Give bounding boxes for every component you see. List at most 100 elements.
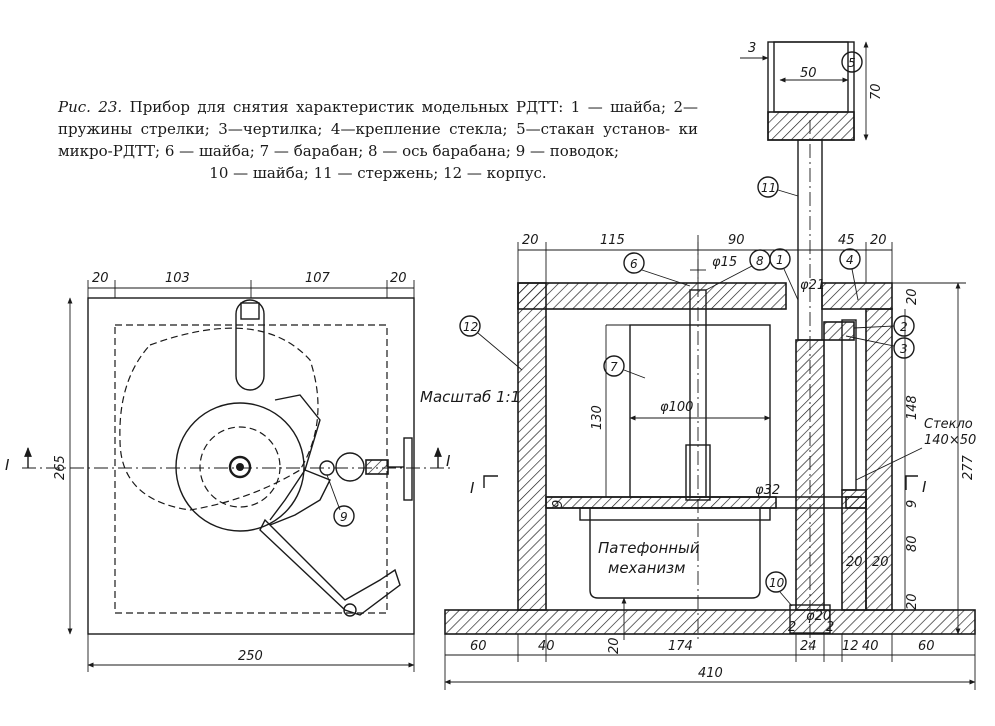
glass-label-2: 140×50	[924, 433, 976, 448]
base-plate	[444, 609, 976, 635]
dim-phi21: φ21	[800, 278, 825, 293]
callout-11: 11	[757, 176, 799, 198]
bottom-dim-40a: 40	[538, 639, 555, 654]
bottom-dim-12: 12	[842, 639, 859, 654]
right-wall	[865, 308, 893, 611]
callout-5: 5	[841, 51, 863, 73]
scale-label: Масштаб 1:1	[420, 388, 520, 406]
dim-phi15: φ15	[712, 255, 737, 270]
left-dim-250: 250	[238, 649, 263, 664]
callout-4: 4	[839, 248, 861, 301]
glass-label-1: Стекло	[924, 417, 973, 432]
callout-3: 3	[845, 335, 915, 359]
dim-20-right-bottom: 20	[905, 593, 920, 610]
left-dim-20b: 20	[390, 271, 407, 286]
dim-20-mech: 20	[607, 637, 622, 654]
right-dim-20a: 20	[522, 233, 539, 248]
svg-text:8: 8	[756, 254, 764, 268]
dim-2a: 2	[788, 620, 796, 635]
section-mark-right: I	[446, 452, 451, 470]
dim-20-inner-a: 20	[846, 555, 863, 570]
cam-dashed-outline	[119, 327, 319, 511]
mid-shelf-left	[545, 496, 777, 509]
bottom-dim-60a: 60	[470, 639, 487, 654]
dim-277: 277	[961, 454, 976, 480]
dim-phi100: φ100	[660, 400, 693, 415]
callout-12: 12	[459, 315, 523, 371]
knob-clamp	[365, 459, 389, 475]
bottom-dim-40b: 40	[862, 639, 879, 654]
top-plate-left	[517, 282, 787, 310]
bottom-dim-24: 24	[800, 639, 817, 654]
svg-text:1: 1	[776, 253, 784, 267]
left-dim-107: 107	[305, 271, 331, 286]
mechanism-label-1: Патефонный	[598, 539, 700, 557]
svg-text:2: 2	[900, 320, 908, 334]
arm-linkage	[259, 518, 401, 616]
caption-line-1: Прибор для снятия характеристик модельны…	[129, 98, 667, 116]
left-dim-265: 265	[53, 455, 68, 480]
knob-circle	[335, 452, 365, 482]
svg-text:4: 4	[846, 253, 854, 267]
drum-axle	[689, 289, 707, 498]
right-dim-90: 90	[728, 233, 745, 248]
left-wall	[517, 282, 547, 611]
callout-circle-9	[333, 505, 355, 527]
right-dim-20b: 20	[870, 233, 887, 248]
dim-80: 80	[905, 535, 920, 552]
dim-130: 130	[590, 405, 605, 430]
dim-9a: 9	[551, 500, 566, 508]
dim-phi32: φ32	[755, 483, 780, 498]
mid-shelf-right	[845, 496, 867, 509]
bottom-dim-174: 174	[668, 639, 693, 654]
cup-dim-50: 50	[800, 66, 817, 81]
callout-10: 10	[765, 571, 793, 607]
caption-lead: Рис. 23.	[58, 98, 123, 116]
figure-caption: Рис. 23. Прибор для снятия характеристик…	[58, 96, 698, 184]
right-section-mark: I	[470, 479, 475, 497]
glass-pane	[841, 319, 857, 491]
svg-text:6: 6	[630, 257, 638, 271]
drum	[629, 324, 771, 498]
caption-line-2: 2—пружины стрелки; 3—чертилка; 4—креплен…	[58, 98, 698, 138]
svg-text:7: 7	[610, 360, 618, 374]
section-mark-left: I	[5, 456, 10, 474]
cup-dim-70: 70	[869, 83, 884, 100]
drum-hub	[228, 455, 252, 479]
svg-text:5: 5	[848, 56, 856, 70]
callout-9: 9	[340, 510, 348, 524]
gramophone-mechanism	[589, 508, 761, 599]
callout-8: 8	[705, 249, 771, 291]
svg-text:12: 12	[463, 320, 478, 334]
right-plate	[403, 437, 413, 501]
dim-phi20: φ20	[806, 609, 831, 624]
callout-6: 6	[623, 252, 691, 287]
stem-top	[240, 302, 260, 320]
bottom-dim-60b: 60	[918, 639, 935, 654]
left-dim-103: 103	[165, 271, 190, 286]
dim-20-inner-b: 20	[872, 555, 889, 570]
mechanism-label-2: механизм	[608, 559, 685, 577]
stem-slot	[235, 299, 265, 391]
cup-dim-3: 3	[748, 41, 756, 56]
left-view: 20 103 107 20 265 250 I I 9	[5, 271, 451, 672]
svg-text:11: 11	[761, 181, 776, 195]
right-dim-115: 115	[600, 233, 625, 248]
lever-arm-upper	[269, 394, 321, 521]
left-dim-20a: 20	[92, 271, 109, 286]
marker-pen	[823, 321, 855, 341]
dim-20-right-top: 20	[905, 288, 920, 305]
bottom-dim-410: 410	[698, 666, 723, 681]
drum-inner-circle	[199, 426, 281, 508]
lever-arm-lower	[269, 469, 331, 526]
svg-text:3: 3	[900, 342, 908, 356]
right-lower-block	[841, 489, 867, 611]
right-section-mark-end: I	[922, 478, 927, 496]
right-dim-45: 45	[838, 233, 855, 248]
callout-2: 2	[853, 315, 915, 337]
drum-disk	[175, 402, 305, 532]
drum-center	[236, 463, 244, 471]
dim-148: 148	[905, 395, 920, 420]
svg-text:10: 10	[769, 576, 785, 590]
